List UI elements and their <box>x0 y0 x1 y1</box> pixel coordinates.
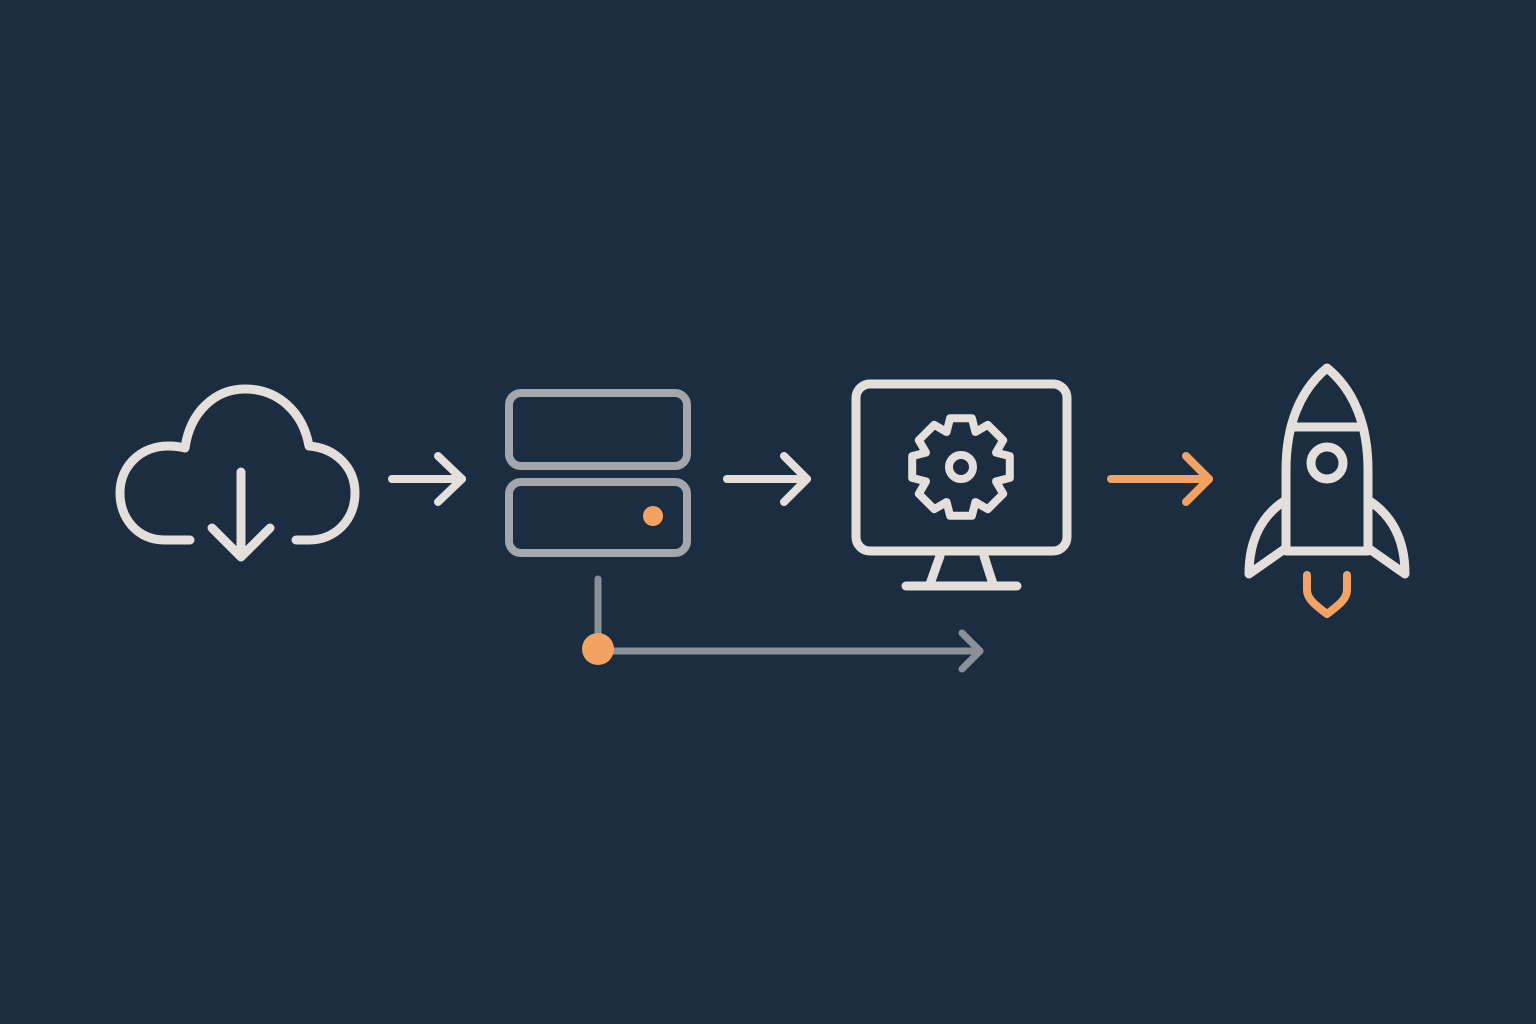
server-status-dot <box>643 506 663 526</box>
cloud-download-icon <box>115 384 360 562</box>
branch-node-dot <box>582 633 614 665</box>
server-icon <box>505 389 691 557</box>
arrow-right-icon <box>1107 452 1213 506</box>
arrow-right-icon <box>723 452 811 506</box>
rocket-icon <box>1244 363 1410 579</box>
arrow-right-icon <box>388 452 466 506</box>
rocket-flame-icon <box>1303 571 1351 618</box>
branch-arrow-icon <box>594 575 984 673</box>
gear-icon <box>908 414 1014 520</box>
monitor-gear-icon <box>851 379 1072 591</box>
